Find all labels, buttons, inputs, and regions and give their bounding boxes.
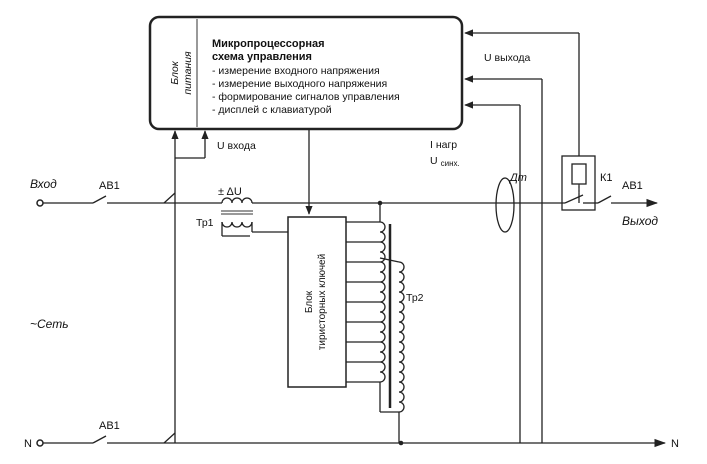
relay-label: К1 <box>600 172 613 184</box>
controller-title-line2: схема управления <box>212 51 312 63</box>
power-supply-label: Блок питания <box>169 51 194 95</box>
controller-item-input-voltage: - измерение входного напряжения <box>212 65 380 77</box>
relay-k1 <box>561 155 596 211</box>
tr2-label: Тр2 <box>406 292 424 304</box>
output-label: Выход <box>622 214 658 228</box>
controller-block <box>148 15 464 131</box>
controller-feed-wires <box>163 130 209 444</box>
load-current-feedback <box>464 75 543 443</box>
tr1-label: Тр1 <box>196 217 214 229</box>
network-label: ~Сеть <box>30 317 69 331</box>
controller-item-output-voltage: - измерение выходного напряжения <box>212 78 387 90</box>
controller-title-line1: Микропроцессорная <box>212 38 325 50</box>
input-label: Вход <box>30 177 57 191</box>
neutral-line <box>36 435 667 448</box>
sync-voltage-symbol: U <box>430 155 438 167</box>
power-supply-label-line2: питания <box>182 51 194 95</box>
power-supply-label-line1: Блок <box>169 60 181 85</box>
transformer-tr2 <box>346 200 405 443</box>
neutral-label-right: N <box>671 438 679 450</box>
controller-item-display-keyboard: - дисплей с клавиатурой <box>212 104 332 116</box>
input-voltage-label: U входа <box>217 140 256 152</box>
breaker-label-neutral: АВ1 <box>99 420 120 432</box>
output-voltage-feedback <box>464 29 580 203</box>
neutral-label-left: N <box>24 438 32 450</box>
thyristor-block-label-line2: тиристорных ключей <box>317 254 328 350</box>
breaker-label-output: АВ1 <box>622 180 643 192</box>
thyristor-block-label-line1: Блок <box>304 290 315 313</box>
current-sensor-coil <box>495 177 515 233</box>
current-sensor-label: Дт <box>508 172 527 184</box>
thyristor-block-label: Блок тиристорных ключей <box>304 254 328 350</box>
breaker-label-input: АВ1 <box>99 180 120 192</box>
load-current-label: I нагр <box>430 139 457 151</box>
output-voltage-label: U выхода <box>484 52 530 64</box>
sync-voltage-subscript: синх. <box>441 159 460 168</box>
controller-item-control-signals: - формирование сигналов управления <box>212 91 400 103</box>
delta-u-label: ± ΔU <box>218 186 242 198</box>
transformer-tr1 <box>221 197 288 237</box>
main-line <box>36 194 659 208</box>
